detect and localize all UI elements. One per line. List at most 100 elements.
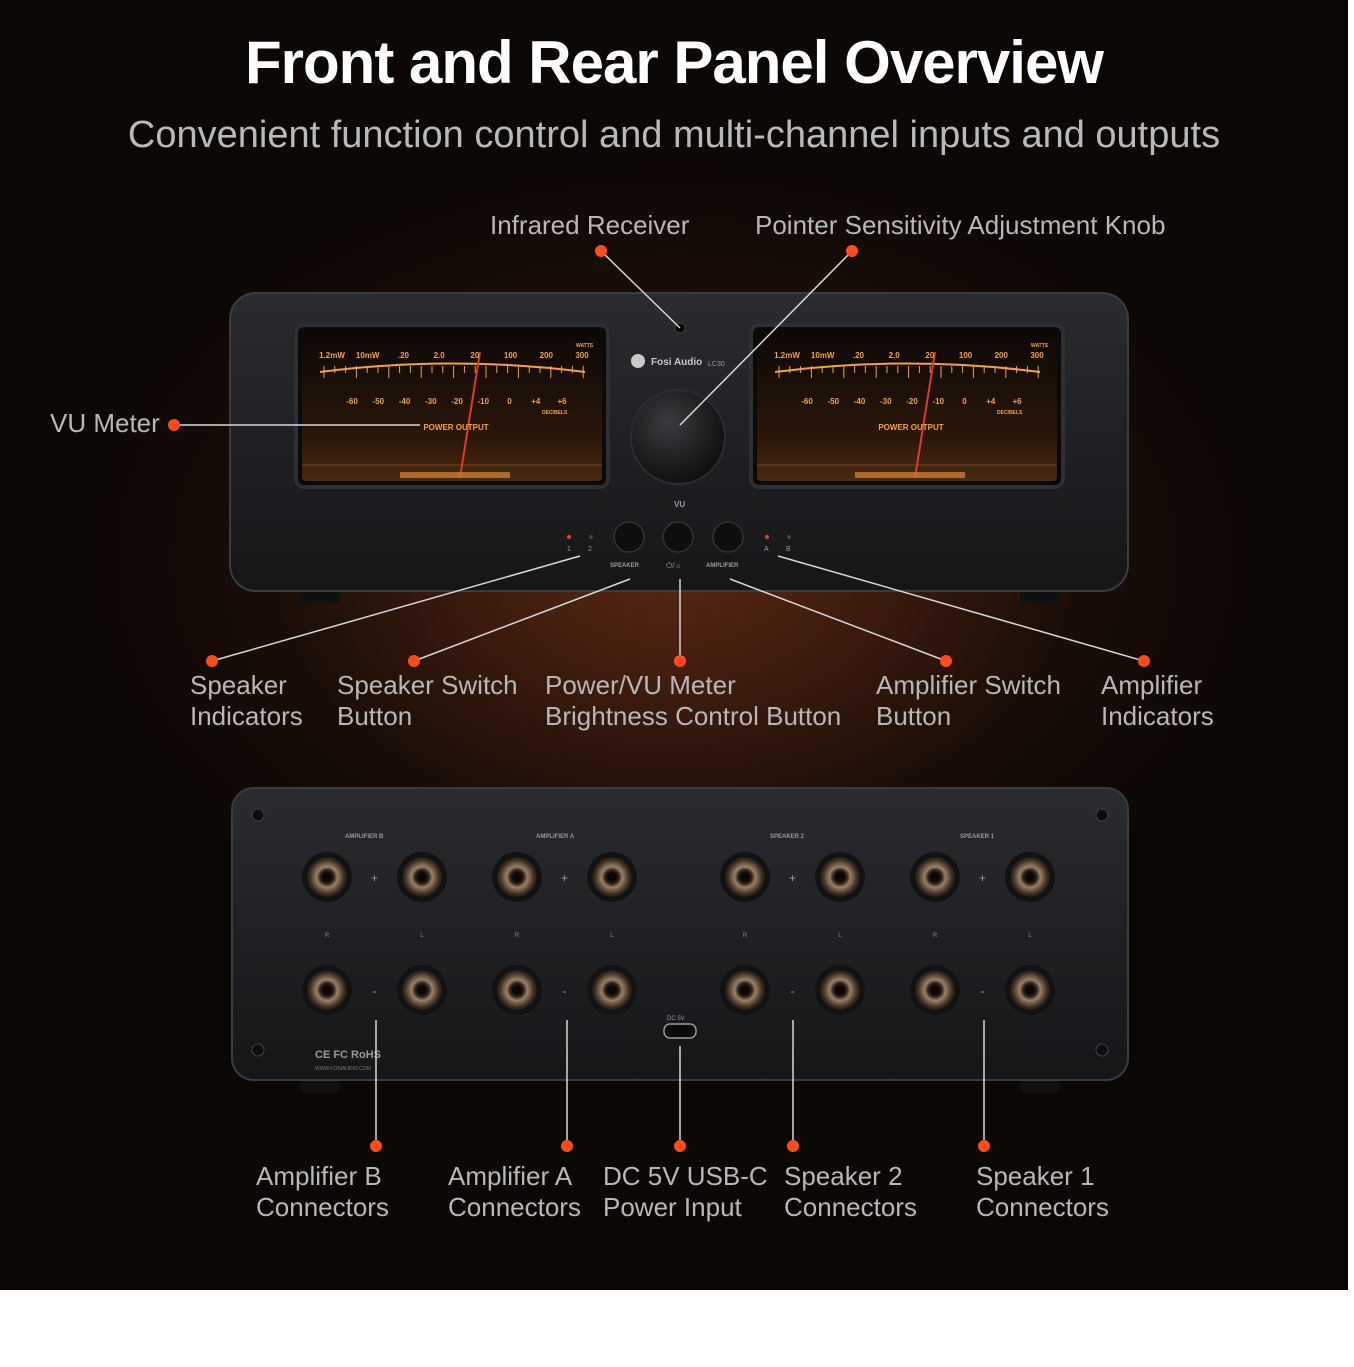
meter-needle (914, 351, 936, 479)
meter-bottom-tick: -30 (880, 397, 892, 406)
amp-indicator-b (787, 535, 791, 539)
label-spk2: Speaker 2 Connectors (784, 1161, 917, 1223)
meter-bottom-tick: -20 (451, 397, 463, 406)
page-subtitle: Convenient function control and multi-ch… (127, 114, 1221, 156)
label-line: Speaker (190, 670, 287, 700)
label-line: Speaker 1 (976, 1161, 1095, 1191)
model-name: LC30 (708, 361, 725, 368)
meter-bottom-tick: -10 (932, 397, 944, 406)
power-button[interactable] (662, 521, 694, 553)
binding-post-hole (1025, 985, 1035, 995)
meter-top-tick: 20 (925, 351, 934, 360)
meter-caption: POWER OUTPUT (878, 423, 943, 432)
meter-caption: POWER OUTPUT (423, 423, 488, 432)
label-line: Button (337, 701, 413, 731)
label-line: Amplifier A (448, 1161, 573, 1191)
label-line: Amplifier B (256, 1161, 382, 1191)
meter-bottom-tick: -50 (827, 397, 839, 406)
power-label: ⏻/☼ (666, 561, 682, 570)
plus-sign: + (371, 871, 378, 885)
speaker-indicator-2 (589, 535, 593, 539)
plus-sign: + (979, 871, 986, 885)
meter-bottom-tick: +4 (531, 397, 541, 406)
meter-bottom-tick: +6 (557, 397, 567, 406)
meter-top-tick: 2.0 (889, 351, 901, 360)
channel-r-label: R (325, 933, 330, 939)
amplifier-switch-button[interactable] (712, 521, 744, 553)
meter-top-tick: .20 (853, 351, 865, 360)
infographic: Front and Rear Panel Overview Convenient… (0, 0, 1348, 1290)
minus-sign: - (563, 984, 567, 998)
meter-top-tick: 200 (540, 351, 554, 360)
meter-needle (459, 351, 481, 479)
label-line: Power/VU Meter (545, 670, 736, 700)
meter-bottom-tick: +6 (1012, 397, 1022, 406)
label-power-vu: Power/VU Meter Brightness Control Button (545, 670, 841, 732)
meter-top-tick: 100 (504, 351, 518, 360)
label-infrared-receiver: Infrared Receiver (490, 210, 690, 240)
rear-group-amp-b: AMPLIFIER B (345, 834, 384, 840)
plus-sign: + (789, 871, 796, 885)
sensitivity-knob[interactable] (630, 389, 726, 485)
channel-r-label: R (933, 933, 938, 939)
meter-decibels: DECIBELS (997, 410, 1023, 416)
amp-indicator-a (765, 535, 769, 539)
label-dc-input: DC 5V USB-C Power Input (603, 1161, 768, 1223)
indicator-label-a: A (764, 546, 769, 553)
meter-bottom-tick: -30 (425, 397, 437, 406)
binding-post-hole (512, 872, 522, 882)
label-line: Brightness Control Button (545, 701, 842, 731)
channel-r-label: R (743, 933, 748, 939)
meter-bottom-tick: -10 (477, 397, 489, 406)
vu-meter-right (749, 323, 1065, 489)
vu-meter-left (294, 323, 610, 489)
label-amp-a: Amplifier A Connectors (448, 1161, 581, 1223)
channel-r-label: R (515, 933, 520, 939)
meter-top-tick: 300 (575, 351, 589, 360)
minus-sign: - (981, 984, 985, 998)
meter-top-tick: 20 (470, 351, 479, 360)
meter-bottom-tick: -60 (346, 397, 358, 406)
meter-top-tick: 2.0 (434, 351, 446, 360)
meter-top-tick: 1.2mW (319, 351, 345, 360)
label-knob: Pointer Sensitivity Adjustment Knob (755, 210, 1166, 240)
rear-group-spk1: SPEAKER 1 (960, 834, 995, 840)
rear-group-amp-a: AMPLIFIER A (536, 834, 575, 840)
meter-top-tick: 10mW (811, 351, 835, 360)
meter-bottom-tick: -40 (399, 397, 411, 406)
label-line: Connectors (256, 1192, 389, 1222)
meter-watts: WATTS (576, 343, 594, 349)
binding-post-hole (740, 985, 750, 995)
binding-post-hole (835, 872, 845, 882)
minus-sign: - (373, 984, 377, 998)
meter-top-tick: .20 (398, 351, 410, 360)
label-speaker-switch: Speaker Switch Button (337, 670, 518, 732)
usb-c-port[interactable] (663, 1023, 697, 1039)
label-line: Button (876, 701, 952, 731)
meter-bottom-tick: 0 (962, 397, 967, 406)
meter-top-tick: 10mW (356, 351, 380, 360)
label-spk1: Speaker 1 Connectors (976, 1161, 1109, 1223)
meter-decibels: DECIBELS (542, 410, 568, 416)
binding-post-hole (512, 985, 522, 995)
binding-post-hole (835, 985, 845, 995)
binding-post-hole (607, 985, 617, 995)
binding-post-hole (417, 872, 427, 882)
brand-logo-icon (631, 354, 645, 368)
callout-lines (174, 250, 1145, 1146)
channel-l-label: L (838, 933, 842, 939)
label-line: Indicators (190, 701, 303, 731)
speaker-indicator-1 (567, 535, 571, 539)
page-title: Front and Rear Panel Overview (245, 29, 1104, 96)
speaker-switch-button[interactable] (613, 521, 645, 553)
plus-sign: + (561, 871, 568, 885)
binding-post-hole (740, 872, 750, 882)
meter-top-tick: 1.2mW (774, 351, 800, 360)
indicator-label-2: 2 (588, 546, 592, 553)
binding-post-hole (930, 872, 940, 882)
meter-bottom-tick: +4 (986, 397, 996, 406)
label-line: Connectors (784, 1192, 917, 1222)
